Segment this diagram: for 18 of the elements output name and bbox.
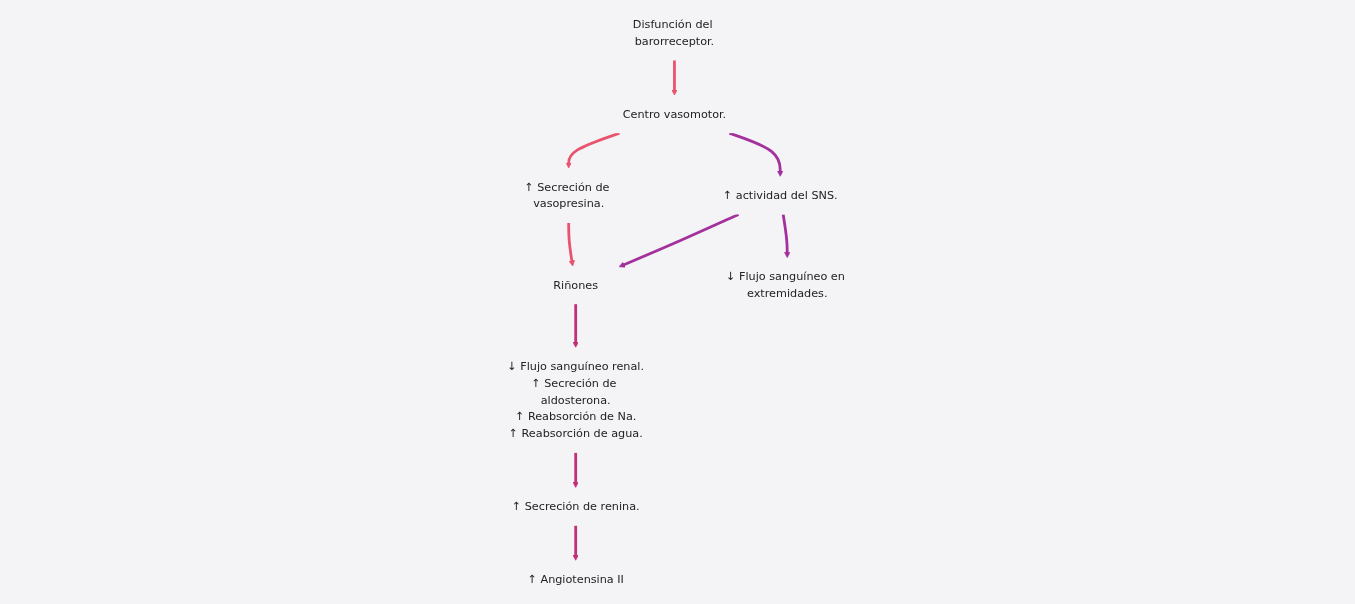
arrow [670,60,678,96]
node-text: ↓ Flujo sanguíneo renal. ↑ Secreción de aldosterona. ↑ Reabsorción de Na. ↑ Reabsorción de agua. [506,359,644,441]
node-text: Disfunción del barorreceptor. [632,17,714,48]
arrow [781,214,790,259]
arrow [728,131,783,177]
node-text: ↓ Flujo sanguíneo en extremidades. [725,269,845,300]
arrow [565,131,620,169]
arrow [572,525,579,561]
node-text: Centro vasomotor. [622,107,726,121]
node-text: ↑ Secreción de renina. [511,499,640,513]
arrow [572,304,579,348]
arrow [572,452,579,488]
node-text: Riñones [552,278,598,292]
arrow [566,222,575,267]
node-text: ↑ Angiotensina II [527,572,624,586]
node-text: ↑ actividad del SNS. [722,188,838,202]
arrow [618,213,739,268]
node-text: ↑ Secreción de vasopresina. [523,180,610,211]
